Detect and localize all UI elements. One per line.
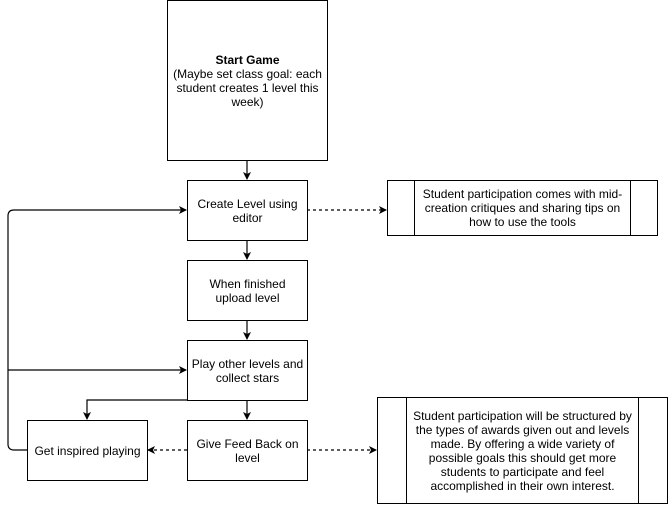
loop-inspired-to-create xyxy=(7,206,187,451)
awards-note: Student participation will be structured… xyxy=(377,397,668,504)
awards-note-text: Student participation will be structured… xyxy=(413,408,632,493)
critique-note-text: Student participation comes with mid-cre… xyxy=(422,187,623,229)
start-game-title: Start Game xyxy=(215,52,280,67)
give-feedback-node: Give Feed Back on level xyxy=(187,420,308,481)
start-game-node: Start Game (Maybe set class goal: each s… xyxy=(167,0,328,161)
critique-note: Student participation comes with mid-cre… xyxy=(387,180,658,236)
upload-level-node: When finished upload level xyxy=(187,260,308,321)
get-inspired-node: Get inspired playing xyxy=(27,420,148,481)
play-levels-node: Play other levels and collect stars xyxy=(187,340,308,401)
create-level-node: Create Level using editor xyxy=(187,180,308,241)
arrow-play-to-inspired xyxy=(83,399,247,420)
start-game-text: (Maybe set class goal: each student crea… xyxy=(173,66,322,109)
